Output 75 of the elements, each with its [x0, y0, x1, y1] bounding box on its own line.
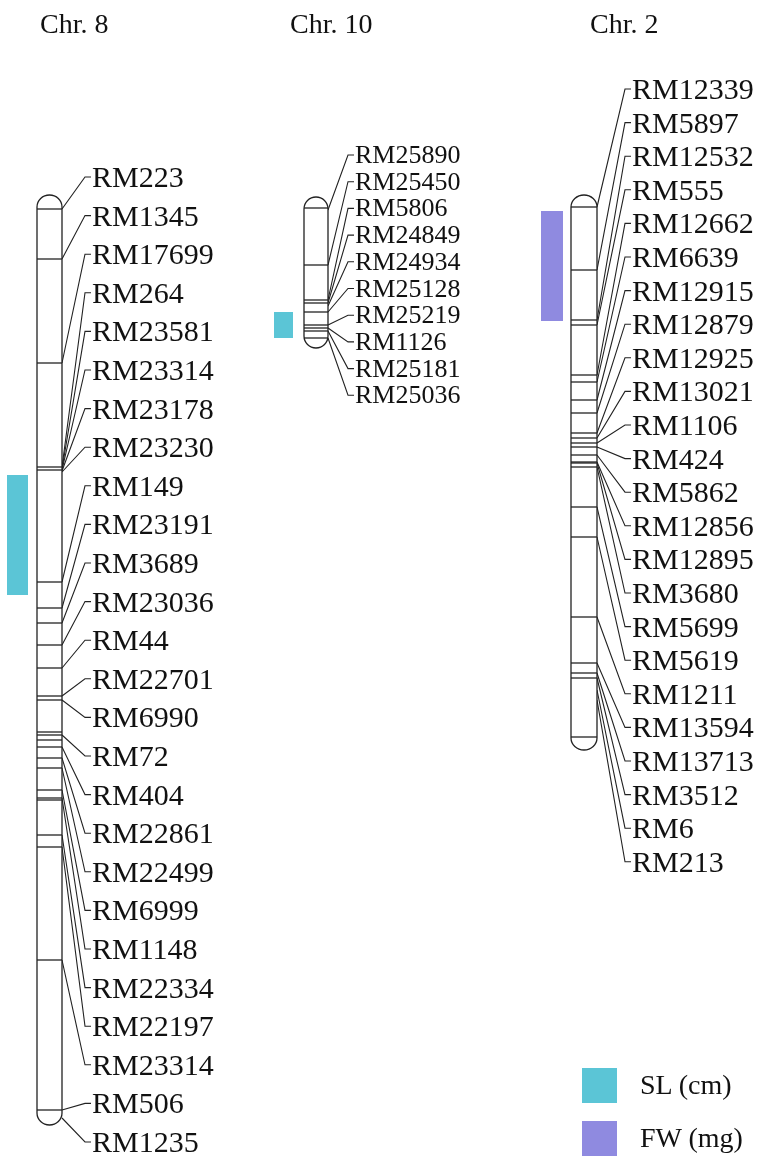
chromosome-bar: [36, 194, 63, 1126]
marker-label: RM25450: [355, 168, 461, 195]
marker-label: RM5806: [355, 195, 448, 222]
marker-label: RM12915: [632, 275, 754, 306]
marker-label: RM5862: [632, 477, 739, 508]
marker-label: RM12339: [632, 74, 754, 104]
marker-label: RM25181: [355, 355, 461, 382]
marker-label: RM22861: [92, 818, 214, 849]
marker-label: RM1345: [92, 200, 199, 231]
marker-label: RM264: [92, 277, 184, 308]
marker-label: RM25128: [355, 275, 461, 302]
marker-label: RM3512: [632, 779, 739, 810]
marker-label: RM22701: [92, 663, 214, 694]
marker-label: RM24849: [355, 222, 461, 249]
marker-label: RM72: [92, 741, 169, 771]
marker-label: RM12925: [632, 342, 754, 373]
marker-label: RM12856: [632, 510, 754, 541]
chromosome-bar: [570, 194, 598, 751]
marker-label: RM1235: [92, 1127, 199, 1157]
marker-label: RM1106: [632, 410, 738, 440]
marker-label: RM44: [92, 625, 169, 656]
marker-label: RM223: [92, 162, 184, 192]
marker-label: RM25036: [355, 382, 461, 409]
marker-label: RM1148: [92, 934, 198, 964]
marker-label: RM12532: [632, 141, 754, 172]
marker-label: RM23230: [92, 432, 214, 463]
leader-line: [61, 1102, 92, 1111]
legend-label: FW (mg): [640, 1124, 743, 1152]
marker-label: RM1211: [632, 678, 738, 709]
marker-label: RM5897: [632, 107, 739, 138]
qtl-bar: [7, 475, 28, 595]
marker-label: RM6639: [632, 242, 739, 272]
marker-label: RM13713: [632, 746, 754, 776]
marker-label: RM213: [632, 846, 724, 877]
marker-label: RM17699: [92, 239, 214, 270]
marker-label: RM12895: [632, 544, 754, 575]
leader-line: [327, 337, 355, 396]
marker-label: RM506: [92, 1088, 184, 1119]
chromosome-title: Chr. 8: [40, 10, 109, 38]
qtl-bar: [274, 312, 293, 338]
marker-label: RM23314: [92, 1049, 214, 1080]
marker-label: RM1126: [355, 328, 447, 355]
marker-label: RM13021: [632, 376, 754, 407]
marker-label: RM22197: [92, 1011, 214, 1042]
marker-label: RM6: [632, 813, 694, 844]
chromosome-title: Chr. 10: [290, 10, 373, 38]
marker-label: RM555: [632, 174, 724, 205]
marker-label: RM3680: [632, 578, 739, 608]
marker-label: RM12662: [632, 208, 754, 239]
marker-label: RM23036: [92, 586, 214, 617]
chromosome-bar: [303, 196, 329, 349]
marker-label: RM25219: [355, 302, 461, 329]
marker-label: RM13594: [632, 712, 754, 743]
marker-label: RM25890: [355, 142, 461, 168]
marker-label: RM424: [632, 443, 724, 474]
marker-label: RM24934: [355, 248, 461, 275]
leader-line: [61, 1117, 92, 1143]
marker-label: RM23191: [92, 509, 214, 540]
marker-label: RM23178: [92, 393, 214, 424]
marker-label: RM6999: [92, 895, 199, 926]
marker-label: RM12879: [632, 309, 754, 340]
marker-label: RM5699: [632, 611, 739, 642]
marker-label: RM23581: [92, 316, 214, 347]
qtl-bar: [541, 211, 563, 321]
marker-label: RM3689: [92, 548, 199, 578]
chromosome-title: Chr. 2: [590, 10, 659, 38]
marker-label: RM404: [92, 779, 184, 810]
marker-label: RM5619: [632, 645, 739, 676]
marker-label: RM22334: [92, 972, 214, 1003]
marker-label: RM149: [92, 470, 184, 501]
marker-label: RM23314: [92, 355, 214, 385]
marker-label: RM6990: [92, 702, 199, 733]
legend-label: SL (cm): [640, 1071, 732, 1099]
marker-label: RM22499: [92, 856, 214, 887]
leader-line: [61, 176, 92, 210]
